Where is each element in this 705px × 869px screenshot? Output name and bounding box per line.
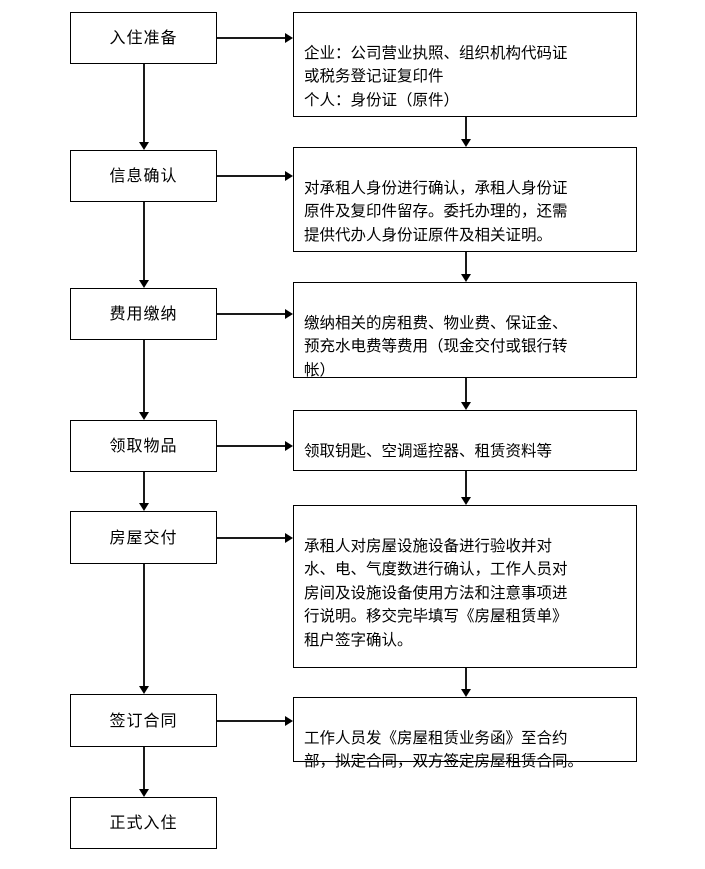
connector-stage1-detail1	[217, 37, 285, 39]
connector-detail5-detail6	[465, 668, 467, 689]
arrowhead-stage6	[139, 686, 149, 694]
stage-label-1: 入住准备	[109, 28, 178, 48]
stage-box-5[interactable]: 房屋交付	[70, 511, 217, 564]
detail-box-3[interactable]: 缴纳相关的房租费、物业费、保证金、 预充水电费等费用（现金交付或银行转 帐）	[293, 282, 637, 379]
connector-stage3-stage4	[143, 340, 145, 412]
detail-box-5[interactable]: 承租人对房屋设施设备进行验收并对 水、电、气度数进行确认，工作人员对 房间及设施…	[293, 505, 637, 668]
stage-box-2[interactable]: 信息确认	[70, 150, 217, 202]
connector-stage2-detail2	[217, 175, 285, 177]
detail-box-4[interactable]: 领取钥匙、空调遥控器、租赁资料等	[293, 410, 637, 471]
arrowhead-detail2-top	[461, 139, 471, 147]
detail-text-6: 工作人员发《房屋租赁业务函》至合约 部，拟定合同，双方签定房屋租赁合同。	[304, 728, 584, 771]
arrowhead-detail2	[285, 171, 293, 181]
detail-text-3: 缴纳相关的房租费、物业费、保证金、 预充水电费等费用（现金交付或银行转 帐）	[304, 313, 568, 379]
connector-stage6-detail6	[217, 720, 285, 722]
arrowhead-detail6-top	[461, 689, 471, 697]
arrowhead-detail4	[285, 441, 293, 451]
arrowhead-detail6	[285, 716, 293, 726]
stage-label-4: 领取物品	[109, 436, 178, 456]
arrowhead-stage5	[139, 503, 149, 511]
connector-stage4-detail4	[217, 445, 285, 447]
stage-label-2: 信息确认	[109, 166, 178, 186]
stage-box-3[interactable]: 费用缴纳	[70, 288, 217, 340]
arrowhead-detail1	[285, 33, 293, 43]
stage-label-3: 费用缴纳	[109, 304, 178, 324]
detail-text-1: 企业：公司营业执照、组织机构代码证 或税务登记证复印件 个人：身份证（原件）	[304, 43, 568, 109]
connector-stage5-detail5	[217, 537, 285, 539]
connector-stage2-stage3	[143, 202, 145, 280]
arrowhead-stage2	[139, 142, 149, 150]
stage-box-6[interactable]: 签订合同	[70, 694, 217, 747]
detail-box-6[interactable]: 工作人员发《房屋租赁业务函》至合约 部，拟定合同，双方签定房屋租赁合同。	[293, 697, 637, 770]
connector-detail2-detail3	[465, 252, 467, 274]
detail-box-2[interactable]: 对承租人身份进行确认，承租人身份证 原件及复印件留存。委托办理的，还需 提供代办…	[293, 147, 637, 252]
arrowhead-detail4-top	[461, 402, 471, 410]
connector-detail4-detail5	[465, 471, 467, 497]
arrowhead-stage4	[139, 412, 149, 420]
arrowhead-stage3	[139, 280, 149, 288]
arrowhead-detail5-top	[461, 497, 471, 505]
arrowhead-detail5	[285, 533, 293, 543]
arrowhead-detail3	[285, 309, 293, 319]
connector-stage4-stage5	[143, 472, 145, 503]
detail-box-1[interactable]: 企业：公司营业执照、组织机构代码证 或税务登记证复印件 个人：身份证（原件）	[293, 12, 637, 117]
stage-label-6: 签订合同	[109, 710, 178, 730]
connector-stage1-stage2	[143, 64, 145, 142]
arrowhead-detail3-top	[461, 274, 471, 282]
stage-label-5: 房屋交付	[109, 527, 178, 547]
detail-text-4: 领取钥匙、空调遥控器、租赁资料等	[304, 441, 553, 460]
stage-label-7: 正式入住	[109, 813, 178, 833]
connector-stage3-detail3	[217, 313, 285, 315]
stage-box-4[interactable]: 领取物品	[70, 420, 217, 472]
stage-box-1[interactable]: 入住准备	[70, 12, 217, 64]
detail-text-2: 对承租人身份进行确认，承租人身份证 原件及复印件留存。委托办理的，还需 提供代办…	[304, 178, 568, 244]
connector-stage6-stage7	[143, 747, 145, 789]
connector-detail3-detail4	[465, 378, 467, 402]
stage-box-7[interactable]: 正式入住	[70, 797, 217, 849]
connector-detail1-detail2	[465, 117, 467, 139]
connector-stage5-stage6	[143, 564, 145, 686]
detail-text-5: 承租人对房屋设施设备进行验收并对 水、电、气度数进行确认，工作人员对 房间及设施…	[304, 536, 568, 649]
arrowhead-stage7	[139, 789, 149, 797]
